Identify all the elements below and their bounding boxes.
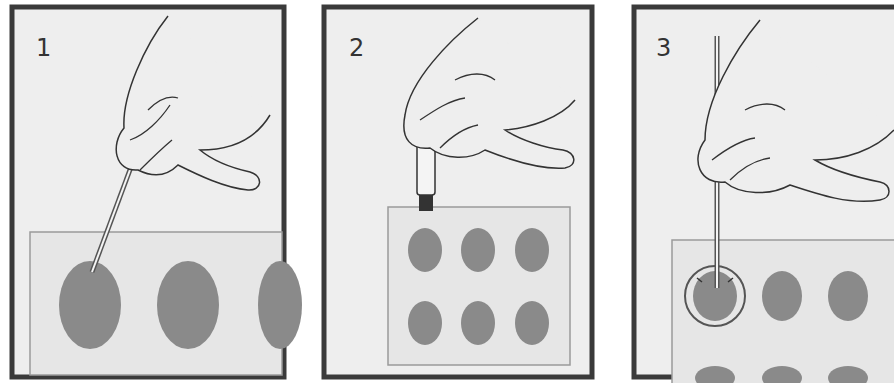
step-number: 2: [349, 36, 364, 60]
step-number: 3: [656, 36, 671, 60]
panel-three: [634, 7, 894, 383]
panel-one: [12, 7, 302, 377]
step-number: 1: [36, 36, 51, 60]
panel-two: [324, 7, 592, 377]
